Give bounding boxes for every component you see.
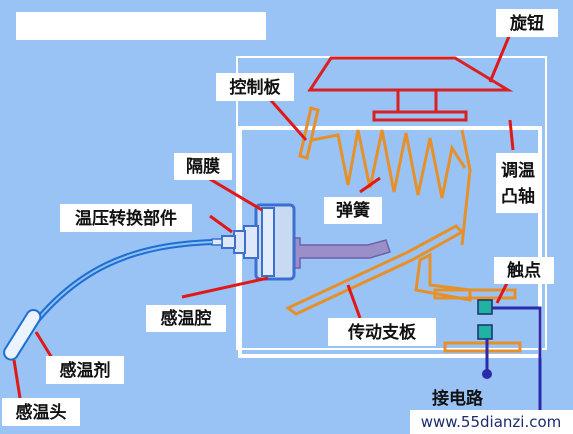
- label-sensing-agent-text: 感温剂: [60, 360, 111, 381]
- spring: [311, 129, 467, 199]
- contact-arm: [414, 252, 472, 302]
- label-sensing-agent: 感温剂: [46, 356, 124, 384]
- label-transmission-plate: 传动支板: [328, 318, 436, 346]
- label-adjust-cam: 调温 凸轴: [496, 153, 540, 213]
- sensing-chamber-neck: [243, 225, 259, 259]
- contact-point-upper: [477, 299, 493, 315]
- watermark-text: www.55dianzi.com: [421, 413, 562, 431]
- knob-icon: [307, 56, 514, 122]
- label-converter: 温压转换部件: [60, 204, 192, 232]
- label-contact-text: 触点: [506, 260, 541, 281]
- control-plate: [298, 106, 320, 160]
- label-control-plate-text: 控制板: [230, 77, 282, 98]
- label-transmission-plate-text: 传动支板: [347, 322, 417, 343]
- capillary-tube: [9, 239, 213, 357]
- circuit-wire-right: [492, 306, 542, 434]
- label-sensing-head: 感温头: [2, 398, 80, 426]
- circuit-terminal: [482, 369, 492, 379]
- contact-point-lower: [477, 324, 493, 340]
- label-knob: 旋钮: [496, 9, 558, 37]
- diaphragm: [261, 207, 275, 277]
- label-knob-text: 旋钮: [509, 13, 544, 34]
- capillary-tube-highlight: [11, 241, 213, 356]
- label-diaphragm-text: 隔膜: [186, 156, 220, 177]
- tube-fitting-end: [221, 235, 236, 249]
- diaphragm-stem: [291, 237, 391, 269]
- label-control-plate: 控制板: [216, 73, 294, 101]
- label-diaphragm: 隔膜: [174, 153, 232, 180]
- lower-contact-plate: [443, 341, 522, 353]
- label-converter-text: 温压转换部件: [75, 208, 177, 229]
- sensing-head: [3, 308, 42, 361]
- callout-lines: [12, 33, 515, 399]
- label-sensing-chamber: 感温腔: [146, 305, 226, 332]
- label-contact: 触点: [494, 257, 554, 284]
- label-sensing-chamber-text: 感温腔: [161, 308, 212, 329]
- title-strip: [16, 12, 266, 40]
- upper-contact-plate: [433, 288, 517, 300]
- label-spring: 弹簧: [324, 197, 382, 224]
- cam-shaft: [460, 129, 472, 246]
- tube-nipple: [211, 238, 223, 246]
- label-circuit: 接电路: [432, 388, 484, 409]
- label-sensing-head-text: 感温头: [16, 402, 67, 423]
- label-adjust-cam-line1: 调温: [501, 161, 535, 181]
- watermark-box: [410, 410, 573, 434]
- transmission-plate: [285, 224, 465, 316]
- label-spring-text: 弹簧: [336, 200, 370, 221]
- label-adjust-cam-line2: 凸轴: [501, 186, 535, 207]
